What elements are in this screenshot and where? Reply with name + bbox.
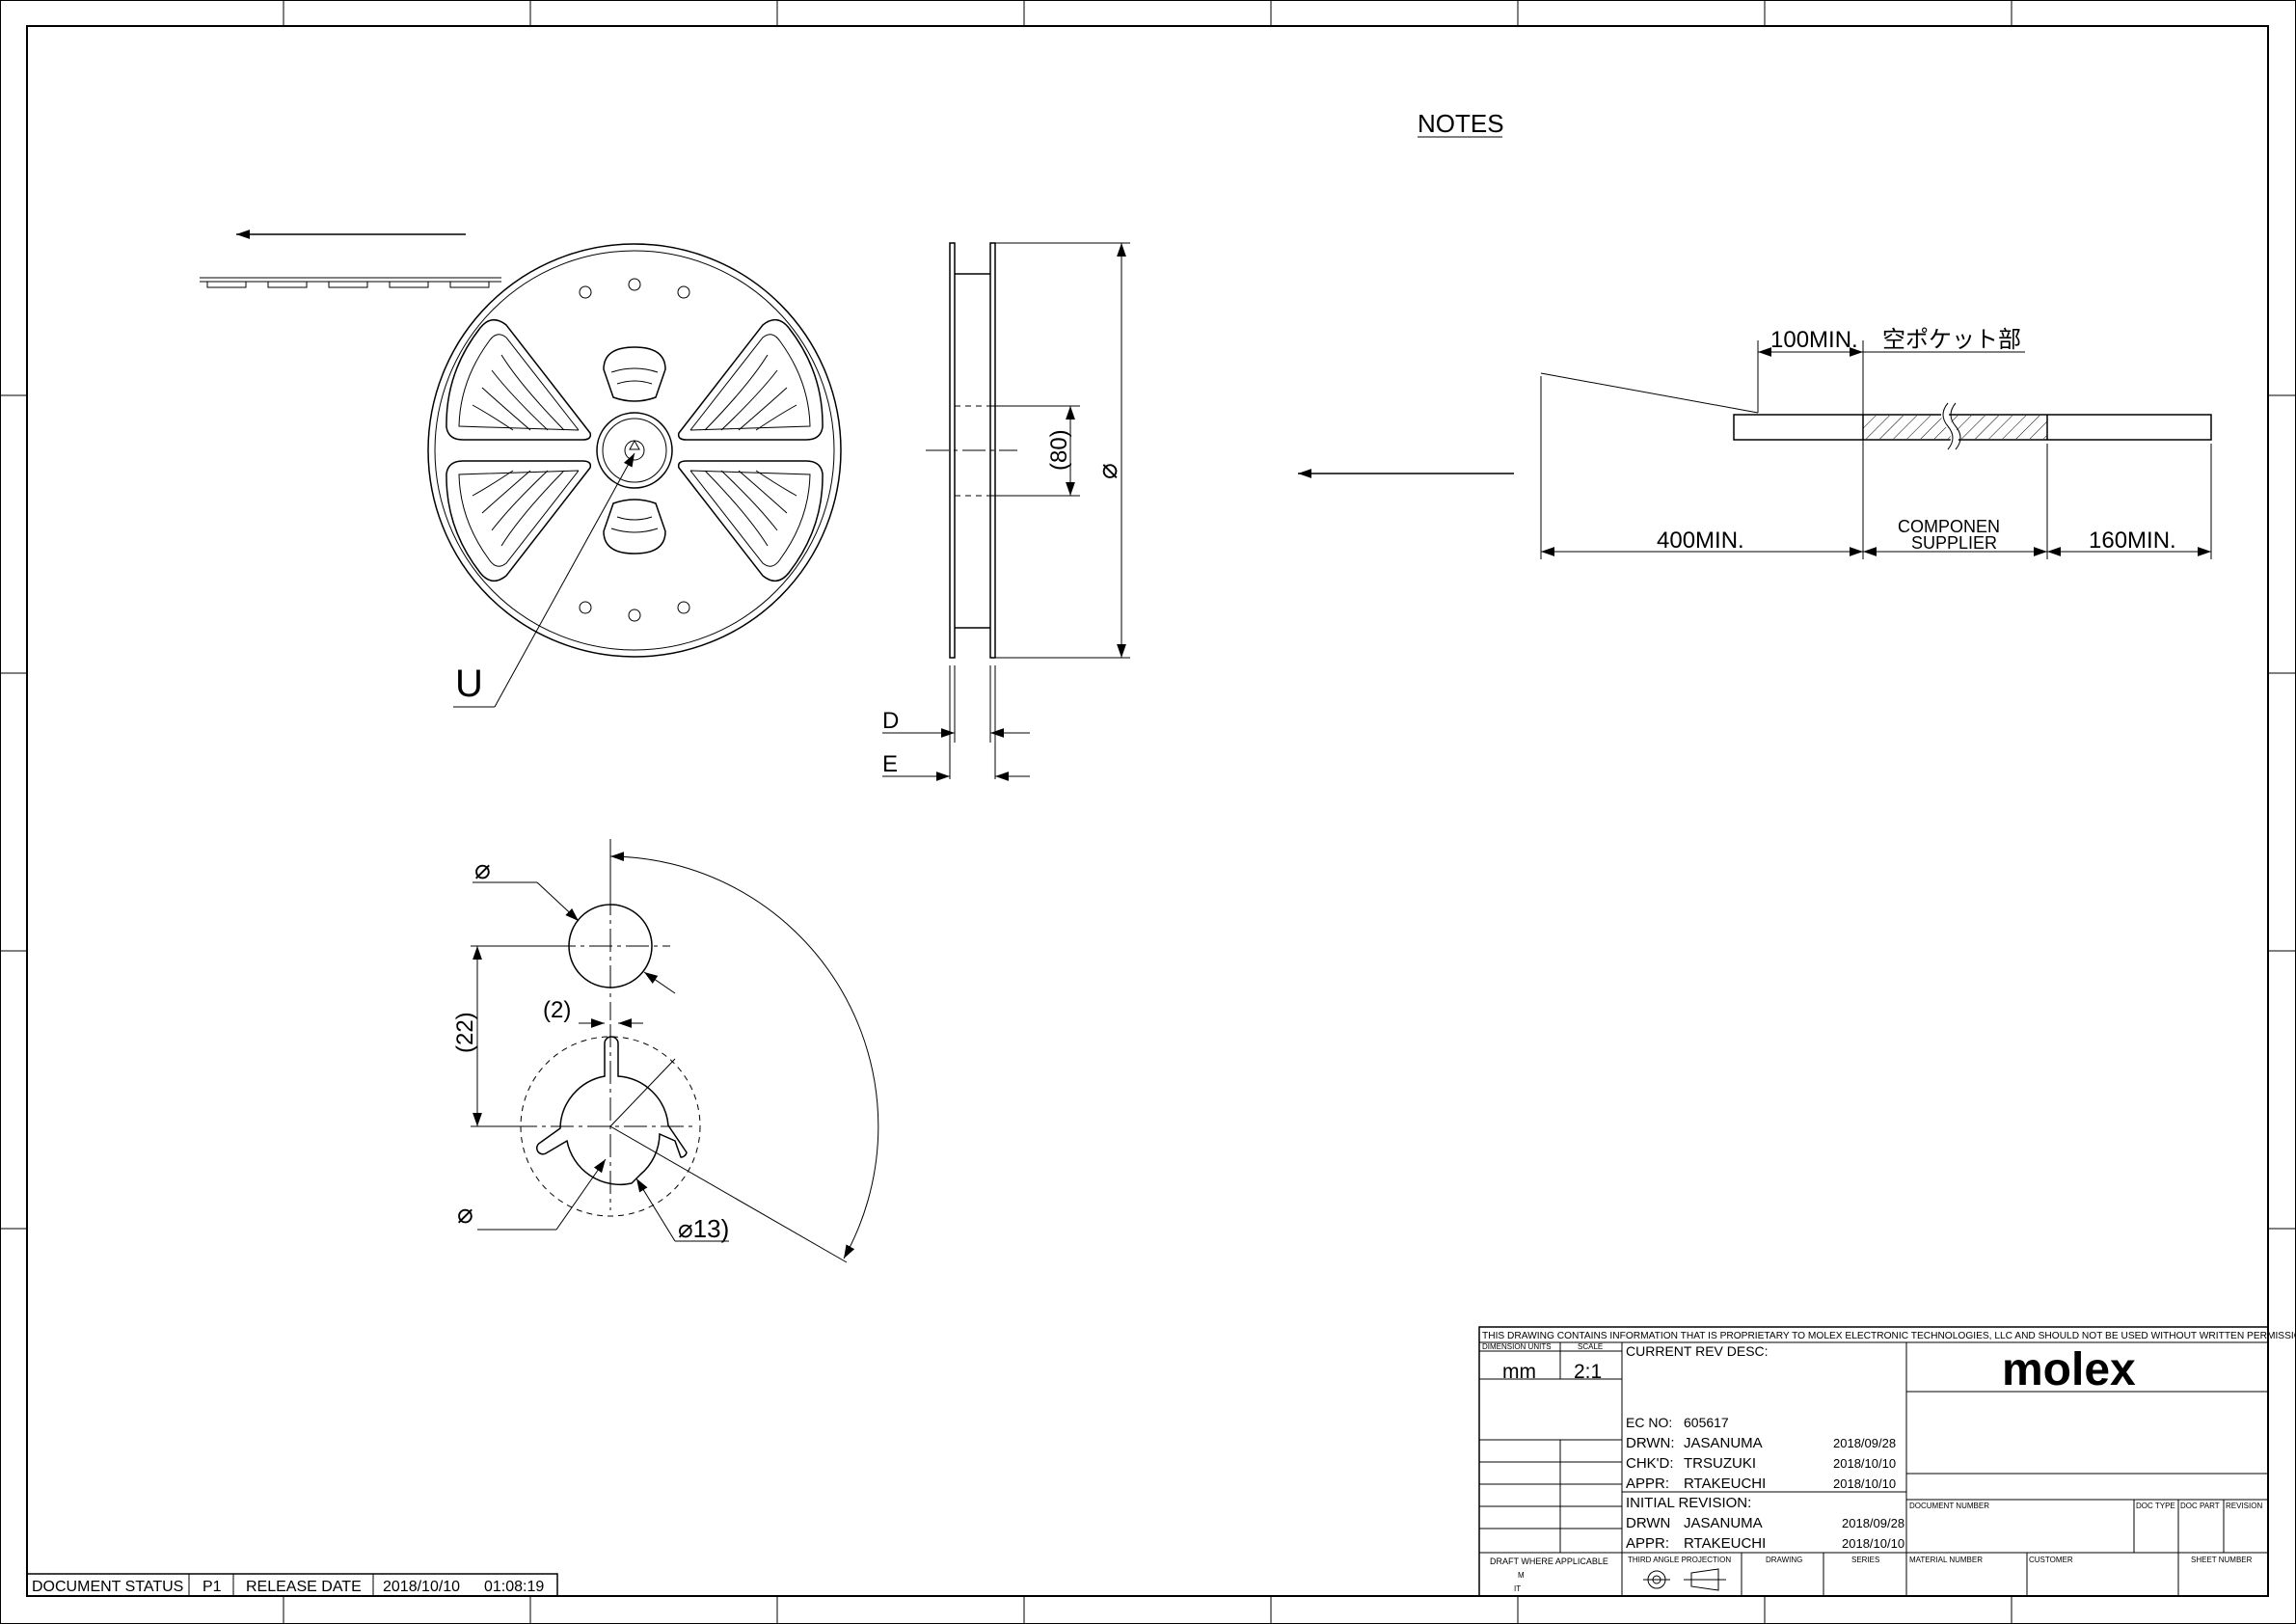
third-angle-label: THIRD ANGLE PROJECTION	[1628, 1556, 1731, 1564]
release-date-label: RELEASE DATE	[246, 1579, 362, 1595]
current-rev-desc: CURRENT REV DESC:	[1626, 1343, 1769, 1359]
reel-front-view: U	[200, 230, 842, 708]
molex-logo: molex	[2002, 1344, 2136, 1395]
proprietary-notice: THIS DRAWING CONTAINS INFORMATION THAT I…	[1482, 1331, 2296, 1341]
dimension-units: mm	[1502, 1361, 1536, 1383]
init-drwn-date: 2018/09/28	[1842, 1516, 1904, 1530]
chkd-label: CHK'D:	[1626, 1455, 1674, 1472]
bore-dimension: ⌀13)	[678, 1214, 729, 1243]
series-label: SERIES	[1851, 1556, 1879, 1564]
drwn-name: JASANUMA	[1684, 1435, 1763, 1451]
dim-d: D	[882, 708, 899, 734]
doc-type-label: DOC TYPE	[2136, 1502, 2175, 1510]
ec-no: 605617	[1684, 1415, 1729, 1430]
doc-part-label: DOC PART	[2180, 1502, 2220, 1510]
customer-label: CUSTOMER	[2029, 1556, 2073, 1564]
scale-value: 2:1	[1574, 1361, 1602, 1383]
label-empty-pocket: 空ポケット部	[1882, 327, 2021, 353]
init-appr-name: RTAKEUCHI	[1684, 1535, 1766, 1552]
revision-label: REVISION	[2226, 1502, 2262, 1510]
appr-label: APPR:	[1626, 1475, 1669, 1492]
spacing-dimension: (22)	[452, 1012, 478, 1053]
document-number-label: DOCUMENT NUMBER	[1909, 1502, 1989, 1510]
init-appr-label: APPR:	[1626, 1535, 1669, 1552]
drwn-label: DRWN:	[1626, 1435, 1675, 1451]
document-status-label: DOCUMENT STATUS	[32, 1579, 183, 1595]
ec-no-label: EC NO:	[1626, 1415, 1672, 1430]
carrier-tape	[200, 277, 501, 288]
scale-label: SCALE	[1578, 1342, 1603, 1351]
label-component-2: SUPPLIER	[1911, 533, 1997, 553]
release-date: 2018/10/10	[383, 1579, 460, 1595]
label-400min: 400MIN.	[1657, 528, 1744, 554]
tape-diagram: 100MIN. 空ポケット部 400MIN. COMPONEN SUPPLIER…	[1298, 327, 2212, 559]
appr-name: RTAKEUCHI	[1684, 1475, 1766, 1492]
draft-it: IT	[1514, 1584, 1521, 1593]
dimension-units-label: DIMENSION UNITS	[1482, 1342, 1552, 1351]
chkd-date: 2018/10/10	[1833, 1456, 1896, 1471]
hub-dimension: (80)	[1046, 429, 1072, 471]
diameter-symbol: ⌀	[1093, 463, 1122, 479]
bore-diameter: ⌀	[457, 1199, 473, 1229]
reel-side-view: ⌀ (80) D E	[882, 242, 1130, 781]
material-number-label: MATERIAL NUMBER	[1909, 1556, 1983, 1564]
hole-diameter: ⌀	[474, 854, 491, 884]
initial-revision: INITIAL REVISION:	[1626, 1495, 1751, 1511]
notes-heading: NOTES	[1418, 109, 1504, 138]
projection-symbol-icon	[1643, 1568, 1726, 1591]
draft-m: M	[1518, 1571, 1525, 1580]
hub-detail: ⌀ ⌀ ⌀13) (2) (22)	[452, 839, 879, 1263]
title-block: THIS DRAWING CONTAINS INFORMATION THAT I…	[1478, 1326, 2296, 1597]
appr-date: 2018/10/10	[1833, 1476, 1896, 1491]
init-drwn-name: JASANUMA	[1684, 1515, 1763, 1531]
label-component-1: COMPONEN	[1898, 517, 2000, 536]
drawing-label: DRAWING	[1766, 1556, 1802, 1564]
dim-e: E	[882, 751, 898, 777]
release-time: 01:08:19	[484, 1579, 544, 1595]
draft-label: DRAFT WHERE APPLICABLE	[1490, 1556, 1608, 1566]
chkd-name: TRSUZUKI	[1684, 1455, 1756, 1472]
init-drwn-label: DRWN	[1626, 1515, 1670, 1531]
callout-u: U	[455, 663, 483, 705]
init-appr-date: 2018/10/10	[1842, 1536, 1904, 1551]
slot-width: (2)	[543, 997, 571, 1023]
document-status-value: P1	[203, 1579, 222, 1595]
sheet-number-label: SHEET NUMBER	[2191, 1556, 2253, 1564]
document-status-bar: DOCUMENT STATUS P1 RELEASE DATE 2018/10/…	[26, 1573, 558, 1597]
label-160min: 160MIN.	[2089, 528, 2176, 554]
drwn-date: 2018/09/28	[1833, 1436, 1896, 1450]
label-100min: 100MIN.	[1770, 327, 1858, 353]
